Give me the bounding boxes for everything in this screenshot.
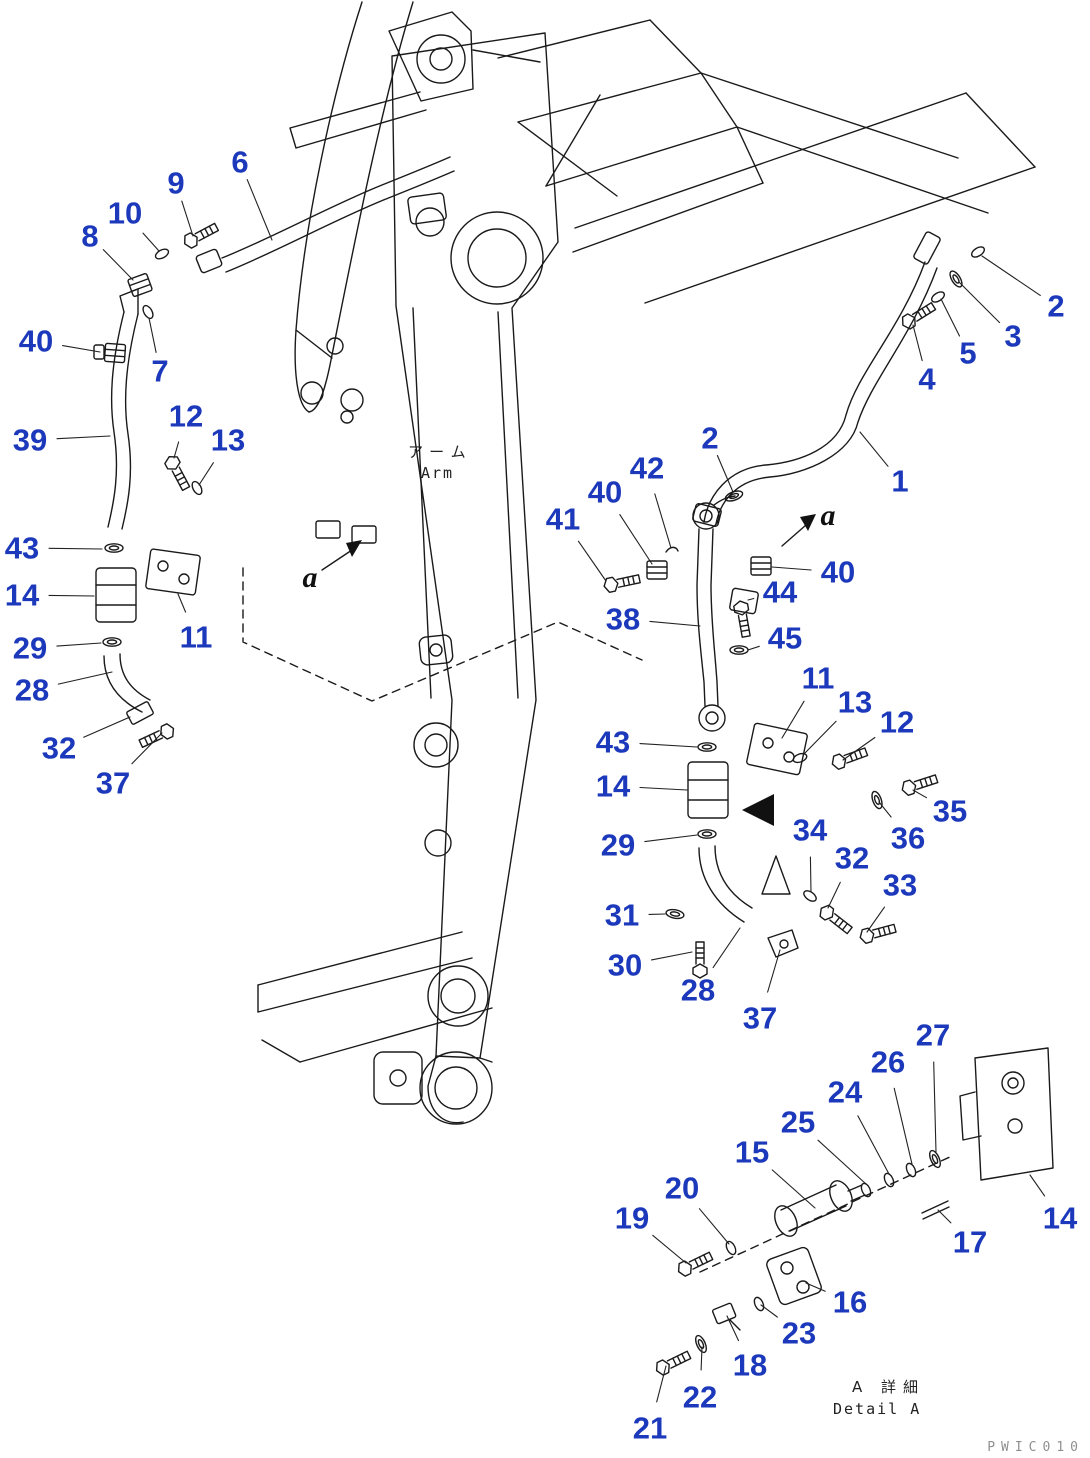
- leader-line-27: [933, 1061, 937, 1153]
- leader-line-45: [747, 645, 760, 651]
- leader-line-28: [57, 671, 113, 685]
- arm-top-clevis: [388, 11, 541, 102]
- section-a-arrow-right: [800, 514, 816, 531]
- leader-line-44: [747, 597, 755, 601]
- detail-a-assembly: [652, 1047, 1054, 1378]
- leader-line-28: [712, 927, 741, 969]
- detail-title-jp: A 詳細: [852, 1378, 926, 1396]
- view-direction-arrow: [742, 794, 774, 826]
- leader-lines: [48, 179, 1046, 1403]
- leader-line-34: [809, 856, 812, 893]
- leader-line-23: [760, 1304, 778, 1318]
- leader-line-43: [639, 743, 698, 748]
- leader-line-1: [859, 431, 889, 467]
- detail-title-en: Detail A: [833, 1400, 922, 1418]
- hose-39-assembly: [93, 288, 205, 751]
- leader-line-13: [198, 462, 214, 486]
- leader-line-32: [827, 881, 841, 909]
- leader-line-43: [48, 547, 103, 550]
- section-a-arrow-left: [346, 540, 362, 557]
- leader-line-17: [937, 1209, 952, 1224]
- leader-line-38: [649, 620, 701, 627]
- leader-line-25: [817, 1139, 867, 1185]
- leader-line-6: [246, 179, 273, 241]
- hose-1: [692, 231, 987, 527]
- leader-line-40: [62, 345, 101, 353]
- leader-line-10: [142, 232, 160, 252]
- leader-line-14: [639, 786, 688, 791]
- leader-line-11: [781, 700, 805, 739]
- leader-line-22: [700, 1346, 703, 1371]
- section-markers: [242, 514, 816, 702]
- leader-line-21: [656, 1365, 667, 1403]
- leader-line-14: [1029, 1174, 1046, 1197]
- drawing-code: PWIC010: [987, 1440, 1084, 1455]
- leader-line-3: [958, 281, 1001, 324]
- leader-line-26: [893, 1087, 913, 1165]
- leader-line-40: [771, 566, 812, 571]
- leader-line-35: [912, 789, 928, 799]
- leader-line-37: [767, 949, 781, 993]
- leader-line-20: [698, 1208, 730, 1245]
- leader-line-41: [577, 540, 607, 582]
- lower-frame-lines: [257, 931, 493, 1063]
- leader-line-2: [716, 454, 734, 493]
- leader-line-33: [866, 906, 886, 933]
- arm-body: [315, 32, 559, 1125]
- leader-line-12: [842, 736, 876, 761]
- leader-line-12: [173, 441, 180, 459]
- arm-title-en: Arm: [421, 464, 455, 482]
- leader-line-15: [771, 1169, 816, 1209]
- leader-line-11: [177, 593, 187, 613]
- boom-outline: [289, 1, 427, 413]
- leader-line-5: [940, 298, 961, 337]
- leader-line-7: [148, 317, 157, 353]
- leader-line-8: [102, 249, 134, 281]
- leader-line-24: [857, 1115, 890, 1175]
- hose-6: [126, 156, 455, 321]
- leader-line-2: [981, 255, 1041, 296]
- leader-line-37: [131, 732, 163, 765]
- tube-38-assembly: [601, 488, 940, 979]
- leader-line-18: [726, 1315, 740, 1342]
- leader-line-14: [48, 594, 95, 597]
- frame-structure: [497, 19, 1036, 304]
- leader-line-13: [802, 720, 837, 756]
- arm-title-jp: アーム: [408, 443, 473, 461]
- leader-line-40: [619, 514, 653, 565]
- leader-line-42: [654, 493, 672, 549]
- leader-line-19: [652, 1234, 687, 1264]
- leader-line-30: [650, 951, 693, 961]
- leader-line-39: [56, 435, 111, 440]
- leader-line-16: [805, 1282, 826, 1292]
- leader-line-32: [83, 716, 131, 738]
- leader-line-29: [56, 642, 102, 647]
- leader-line-4: [912, 324, 923, 362]
- leader-line-29: [644, 834, 698, 843]
- leader-line-9: [181, 200, 194, 237]
- view-a-marker: [761, 855, 791, 895]
- leader-line-36: [878, 801, 892, 818]
